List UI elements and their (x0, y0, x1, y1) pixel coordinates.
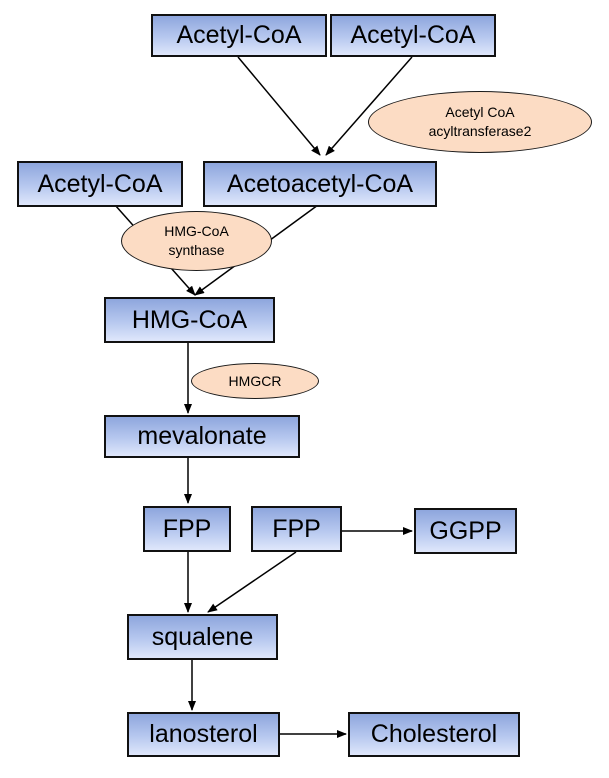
node-cholesterol: Cholesterol (348, 712, 520, 757)
arrow-acetylcoa1-to-acetoacetylcoa (237, 56, 321, 156)
node-acetoacetyl-coa: Acetoacetyl-CoA (203, 161, 437, 207)
enzyme-hmg-coa-synthase-line1: HMG-CoA (164, 223, 229, 240)
node-ggpp: GGPP (414, 508, 517, 554)
node-fpp-1: FPP (143, 506, 231, 552)
node-fpp-2: FPP (251, 506, 342, 552)
enzyme-acetyl-coa-acyltransferase2: Acetyl CoA acyltransferase2 (368, 91, 592, 153)
arrow-fpp2-to-squalene (207, 551, 297, 613)
node-mevalonate: mevalonate (104, 415, 300, 458)
enzyme-hmg-coa-synthase-line2: synthase (168, 242, 225, 258)
node-acetyl-coa-2: Acetyl-CoA (330, 14, 496, 57)
node-hmg-coa: HMG-CoA (104, 297, 275, 343)
enzyme-acetyl-coa-acyltransferase2-line2: acyltransferase2 (428, 123, 532, 139)
enzyme-hmg-coa-synthase: HMG-CoA synthase (121, 211, 272, 271)
node-lanosterol: lanosterol (127, 712, 280, 757)
arrow-acetylcoa2-to-acetoacetylcoa (325, 56, 413, 156)
enzyme-acetyl-coa-acyltransferase2-line1: Acetyl CoA (445, 104, 515, 121)
node-acetyl-coa-1: Acetyl-CoA (151, 14, 327, 57)
node-acetyl-coa-3: Acetyl-CoA (17, 161, 183, 207)
enzyme-hmgcr: HMGCR (191, 363, 319, 399)
node-squalene: squalene (127, 614, 278, 660)
